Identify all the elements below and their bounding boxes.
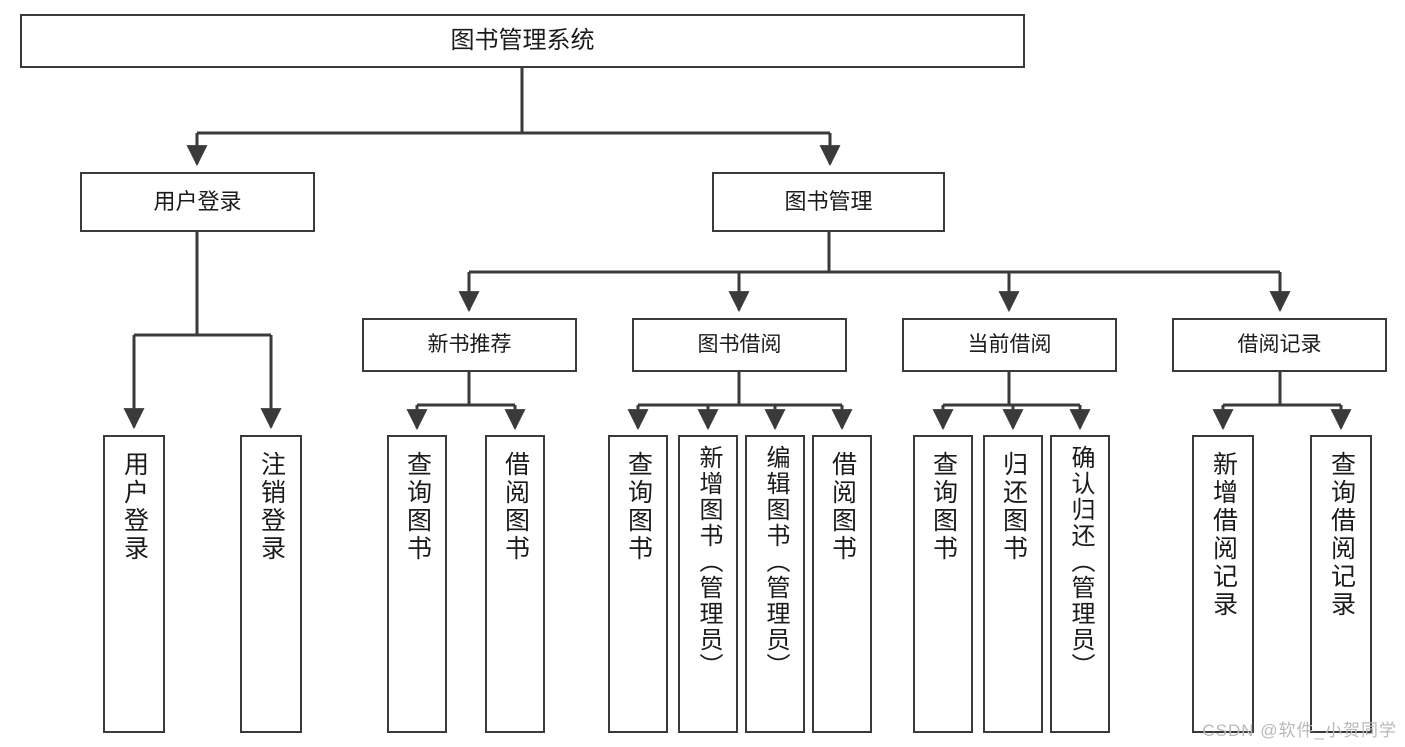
node-root-system[interactable]: 图书管理系统 (20, 14, 1025, 68)
leaf-node-borrow-book-2[interactable]: 借阅图书 (812, 435, 872, 733)
leaf-node-add-borrow-record[interactable]: 新增借阅记录 (1192, 435, 1254, 733)
leaf-node-query-book-2[interactable]: 查询图书 (608, 435, 668, 733)
leaf-label: 借阅图书 (828, 451, 857, 563)
node-root-label: 图书管理系统 (450, 27, 595, 55)
node-borrow-record-label: 借阅记录 (1237, 332, 1322, 356)
leaf-label: 确认归还（管理员） (1067, 445, 1094, 679)
leaf-label: 注销登录 (257, 451, 286, 563)
leaf-label: 查询图书 (624, 451, 653, 563)
leaf-node-add-book-admin[interactable]: 新增图书（管理员） (678, 435, 738, 733)
node-current-borrow[interactable]: 当前借阅 (902, 318, 1117, 372)
node-book-manage-label: 图书管理 (784, 189, 873, 215)
leaf-node-user-logout[interactable]: 注销登录 (240, 435, 302, 733)
node-new-book-recommend[interactable]: 新书推荐 (362, 318, 577, 372)
node-user-login[interactable]: 用户登录 (80, 172, 315, 232)
leaf-node-user-login[interactable]: 用户登录 (103, 435, 165, 733)
leaf-label: 编辑图书（管理员） (762, 445, 789, 679)
leaf-node-return-book[interactable]: 归还图书 (983, 435, 1043, 733)
leaf-label: 归还图书 (999, 451, 1028, 563)
csdn-watermark: CSDN @软件_小贺同学 (1202, 721, 1397, 740)
leaf-node-query-borrow-record[interactable]: 查询借阅记录 (1310, 435, 1372, 733)
node-new-book-recommend-label: 新书推荐 (427, 332, 512, 356)
leaf-node-confirm-return-admin[interactable]: 确认归还（管理员） (1050, 435, 1110, 733)
leaf-label: 新增借阅记录 (1209, 451, 1238, 619)
leaf-label: 用户登录 (120, 451, 149, 563)
node-borrow-record[interactable]: 借阅记录 (1172, 318, 1387, 372)
leaf-label: 查询借阅记录 (1327, 451, 1356, 619)
node-book-borrow[interactable]: 图书借阅 (632, 318, 847, 372)
leaf-label: 查询图书 (403, 451, 432, 563)
leaf-label: 借阅图书 (501, 451, 530, 563)
leaf-node-query-book-1[interactable]: 查询图书 (387, 435, 447, 733)
leaf-label: 新增图书（管理员） (695, 445, 722, 679)
node-book-borrow-label: 图书借阅 (697, 332, 782, 356)
leaf-node-borrow-book-1[interactable]: 借阅图书 (485, 435, 545, 733)
node-user-login-label: 用户登录 (153, 189, 242, 215)
leaf-node-edit-book-admin[interactable]: 编辑图书（管理员） (745, 435, 805, 733)
leaf-label: 查询图书 (929, 451, 958, 563)
node-current-borrow-label: 当前借阅 (967, 332, 1052, 356)
node-book-manage[interactable]: 图书管理 (712, 172, 945, 232)
leaf-node-query-book-3[interactable]: 查询图书 (913, 435, 973, 733)
